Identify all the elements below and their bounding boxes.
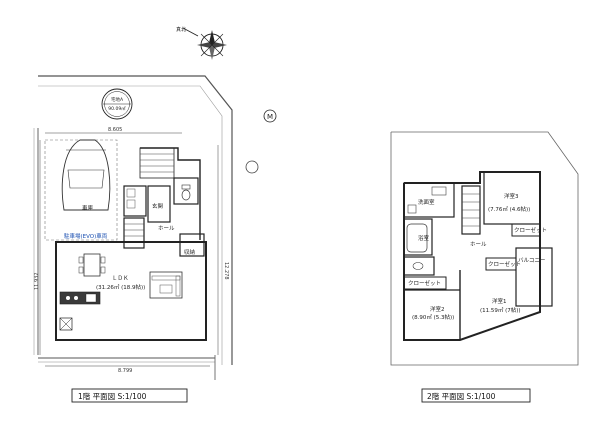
m-marker: M [263, 109, 277, 123]
room-hall-f1: ホール [158, 225, 175, 232]
floor1-dim-top: 8.605 [108, 127, 122, 133]
toilet-icon [181, 189, 191, 201]
m-mark-label: M [267, 113, 273, 121]
toilet-f2-icon [412, 262, 424, 270]
room3-area: (7.76㎡ (4.6帖)) [488, 205, 530, 213]
site-tree-marker [245, 160, 259, 174]
site-area-badge: 宅地A 90.09㎡ [101, 88, 133, 120]
toilet-room [173, 177, 199, 205]
floor1-dim-bottom: 8.799 [118, 368, 132, 374]
car-icon [61, 139, 111, 211]
room1-name: 洋室1 [492, 297, 507, 305]
room-balcony: バルコニー [518, 257, 545, 264]
sofa-icon [149, 271, 183, 299]
floor2-title-box: 2階 平面図 S:1/100 [421, 388, 531, 403]
closet-b: クローゼット [488, 260, 521, 268]
floor1-title-box: 1階 平面図 S:1/100 [71, 388, 188, 403]
floor1-title: 1階 平面図 S:1/100 [78, 391, 147, 401]
site-boundary [33, 75, 233, 380]
room2-area: (8.90㎡ (5.3帖)) [412, 313, 454, 321]
dining-table-icon [78, 253, 106, 277]
room3-name: 洋室3 [504, 192, 519, 200]
room-hall-f2: ホール [470, 241, 487, 248]
porch-steps [139, 147, 175, 179]
kitchen-counter [59, 291, 101, 331]
bathtub-icon [406, 223, 428, 253]
parking-note: 駐車場(EVO)車両 [64, 232, 108, 240]
compass-label: 真北 [176, 26, 186, 33]
room1-area: (11.59㎡ (7帖)) [480, 306, 521, 314]
room-storage: 収納 [184, 248, 196, 256]
room-entry: 玄関 [152, 202, 164, 210]
room-ldk-name: ＬＤＫ [112, 275, 129, 282]
room2-name: 洋室2 [430, 305, 445, 313]
stairs-f1 [123, 217, 145, 249]
site-badge-top: 宅地A [111, 96, 124, 103]
site-badge-bottom: 90.09㎡ [108, 105, 126, 112]
washbasin-icon [431, 186, 447, 196]
closet-c: クローゼット [408, 279, 441, 287]
floor1-dim-right: 12.278 [223, 262, 229, 280]
floor2-title: 2階 平面図 S:1/100 [427, 391, 496, 401]
room-washroom: 洗面室 [418, 198, 435, 206]
room-bath: 浴室 [418, 234, 430, 242]
parking-label: 車庫 [82, 204, 94, 212]
floor1-plan: 8.605 8.799 11.932 12.278 車庫 駐車場(EVO)車両 … [34, 127, 229, 374]
north-compass: 真北 [176, 26, 227, 60]
floor2-plan: 洗面室 浴室 洋室3 (7.76㎡ (4.6帖)) クローゼット ホール クロー… [390, 131, 579, 366]
closet-a: クローゼット [514, 226, 547, 234]
floor1-dim-left: 11.932 [34, 273, 40, 291]
room-ldk-area: (31.26㎡ (18.9帖)) [96, 283, 145, 291]
